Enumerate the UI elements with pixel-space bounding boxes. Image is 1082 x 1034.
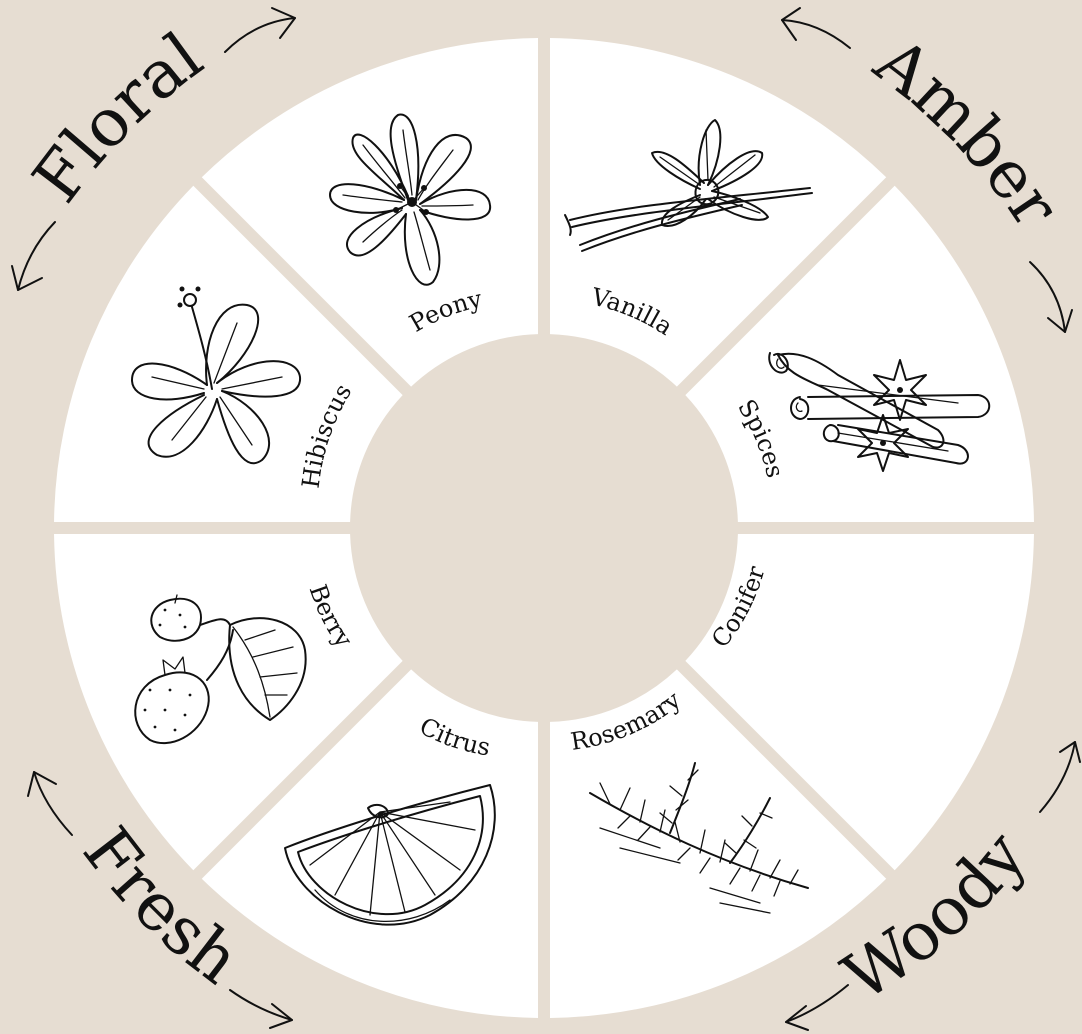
arrow-fresh-clockwise-icon: [28, 772, 72, 835]
arrow-fresh-counterclockwise-icon: [230, 990, 292, 1028]
arrow-woody-clockwise-icon: [786, 985, 848, 1030]
family-label-floral: Floral: [18, 18, 216, 217]
arrow-amber-counterclockwise-icon: [782, 8, 850, 48]
wheel-segments: [50, 34, 1038, 1022]
arrow-floral-counterclockwise-icon: [12, 222, 55, 290]
arrow-floral-clockwise-icon: [225, 8, 295, 52]
arrow-woody-counterclockwise-icon: [1040, 742, 1080, 812]
arrow-amber-clockwise-icon: [1030, 262, 1072, 332]
